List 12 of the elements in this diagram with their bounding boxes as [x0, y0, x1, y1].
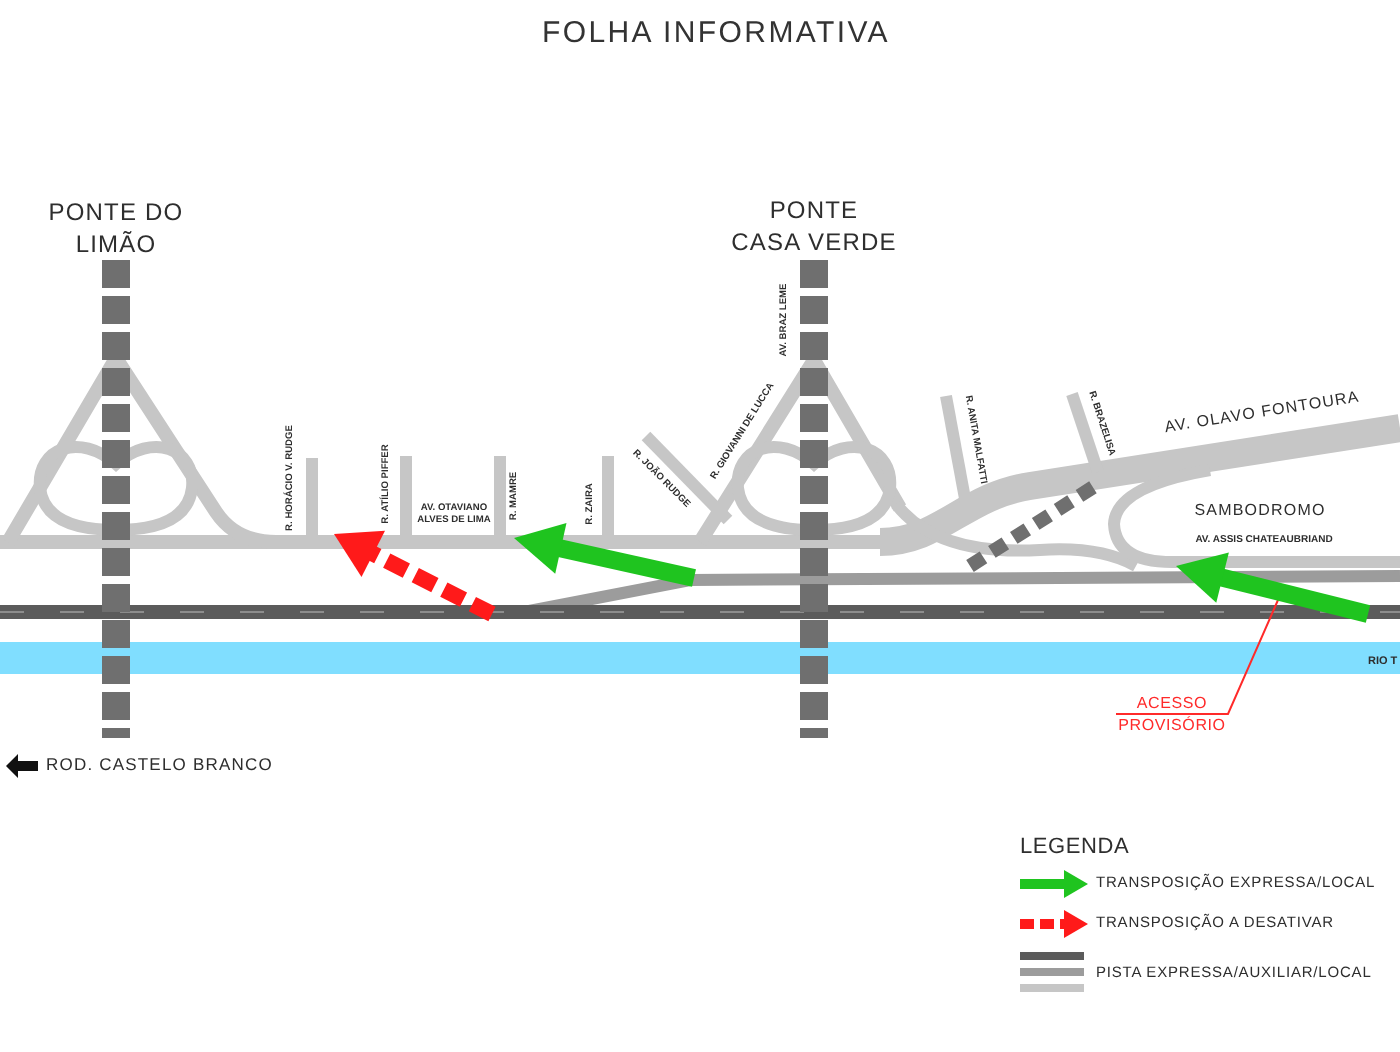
- street-label: AV. OLAVO FONTOURA: [1163, 387, 1361, 437]
- legend-title: LEGENDA: [1020, 835, 1130, 861]
- dashed-transfer-arrow: [332, 530, 498, 622]
- leader-line: [1115, 599, 1279, 715]
- place-label: SAMBODROMO: [1194, 500, 1326, 520]
- annotation-label: ACESSO PROVISÓRIO: [1116, 692, 1228, 736]
- transfer-arrow: [512, 522, 698, 588]
- road-label: ROD. CASTELO BRANCO: [46, 756, 273, 776]
- transfer-arrow: [1174, 552, 1372, 624]
- title: FOLHA INFORMATIVA: [541, 16, 891, 51]
- bridge-label: PONTE DO LIMÃO: [46, 196, 186, 260]
- bridge-label: PONTE CASA VERDE: [729, 194, 899, 258]
